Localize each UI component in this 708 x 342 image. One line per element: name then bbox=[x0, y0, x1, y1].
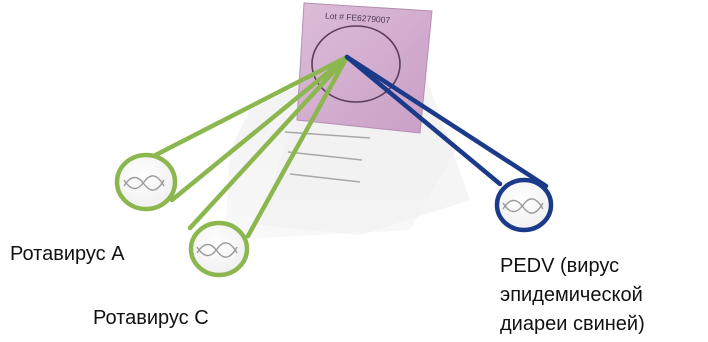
bubble-pedv bbox=[494, 177, 554, 233]
dna-helix-icon bbox=[123, 175, 165, 191]
card-lot-text: Lot # FE6279007 bbox=[325, 11, 391, 26]
label-rotavirus-a: Ротавирус А bbox=[10, 243, 125, 265]
paper-line bbox=[284, 131, 371, 139]
beam-rotavirus-c-lower bbox=[245, 54, 350, 239]
beam-pedv-left bbox=[344, 54, 503, 187]
blue-beams bbox=[344, 54, 549, 189]
beam-rotavirus-a-lower bbox=[169, 54, 350, 203]
label-pedv: PEDV (вирус эпидемической диареи свиней) bbox=[500, 252, 645, 339]
label-pedv-line: диареи свиней) bbox=[500, 313, 645, 335]
paper-line bbox=[287, 151, 363, 161]
label-pedv-line: PEDV (вирус bbox=[500, 255, 620, 277]
dna-helix-icon bbox=[502, 198, 544, 214]
bubble-rotavirus-c bbox=[188, 220, 250, 278]
beam-rotavirus-c-upper bbox=[187, 54, 350, 231]
paper-line bbox=[289, 173, 361, 183]
green-beams bbox=[137, 54, 350, 239]
label-pedv-line: эпидемической bbox=[500, 284, 643, 306]
beam-rotavirus-a-upper bbox=[137, 54, 350, 166]
sample-circle bbox=[311, 25, 401, 103]
beam-pedv-right bbox=[344, 54, 549, 189]
label-rotavirus-c: Ротавирус С bbox=[93, 307, 209, 329]
dna-helix-icon bbox=[196, 242, 238, 258]
bubble-rotavirus-a bbox=[114, 152, 178, 212]
